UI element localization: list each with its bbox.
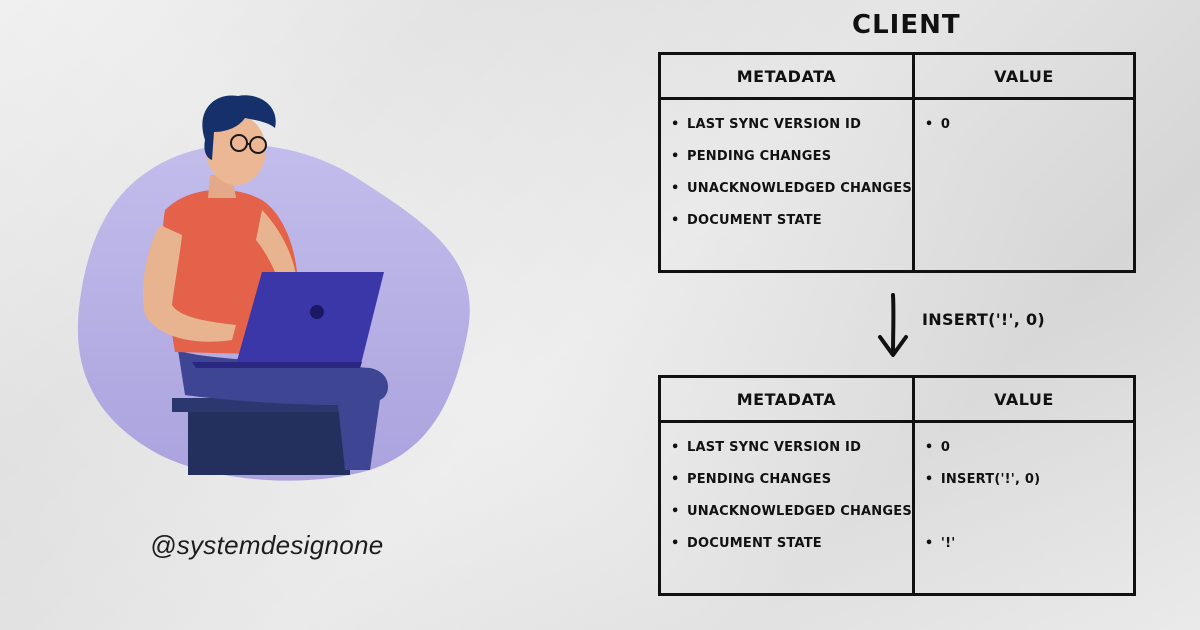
laptop-logo [310,305,324,319]
metadata-item: PENDING CHANGES [671,471,912,503]
client-state-table-before: METADATA VALUE LAST SYNC VERSION ID PEND… [658,52,1137,273]
value-item: 0 [925,439,1133,471]
value-cell: 0 INSERT('!', 0) '!' [911,420,1137,596]
metadata-item: DOCUMENT STATE [671,535,912,567]
metadata-header: METADATA [658,375,915,423]
metadata-header: METADATA [658,52,915,100]
value-item: '!' [925,535,1133,567]
metadata-cell: LAST SYNC VERSION ID PENDING CHANGES UNA… [658,420,915,596]
left-arm [143,225,236,342]
value-header: VALUE [911,375,1137,423]
pants [178,350,389,470]
metadata-item: UNACKNOWLEDGED CHANGES [671,180,912,212]
value-header: VALUE [911,52,1137,100]
laptop-base [192,362,362,368]
metadata-item: LAST SYNC VERSION ID [671,439,912,471]
stool [188,405,350,475]
diagram-title: CLIENT [852,10,961,40]
author-handle: @systemdesignone [150,530,384,560]
value-cell: 0 [911,97,1137,273]
hair [202,95,276,160]
down-arrow-icon [878,293,908,357]
operation-label: INSERT('!', 0) [922,310,1046,329]
value-item: 0 [925,116,1133,148]
client-state-table-after: METADATA VALUE LAST SYNC VERSION ID PEND… [658,375,1137,596]
value-item-empty [925,503,1133,535]
metadata-item: PENDING CHANGES [671,148,912,180]
metadata-cell: LAST SYNC VERSION ID PENDING CHANGES UNA… [658,97,915,273]
value-item: INSERT('!', 0) [925,471,1133,503]
metadata-item: LAST SYNC VERSION ID [671,116,912,148]
laptop-screen [235,272,384,368]
metadata-item: DOCUMENT STATE [671,212,912,244]
metadata-item: UNACKNOWLEDGED CHANGES [671,503,912,535]
person-with-laptop-illustration [77,95,470,481]
